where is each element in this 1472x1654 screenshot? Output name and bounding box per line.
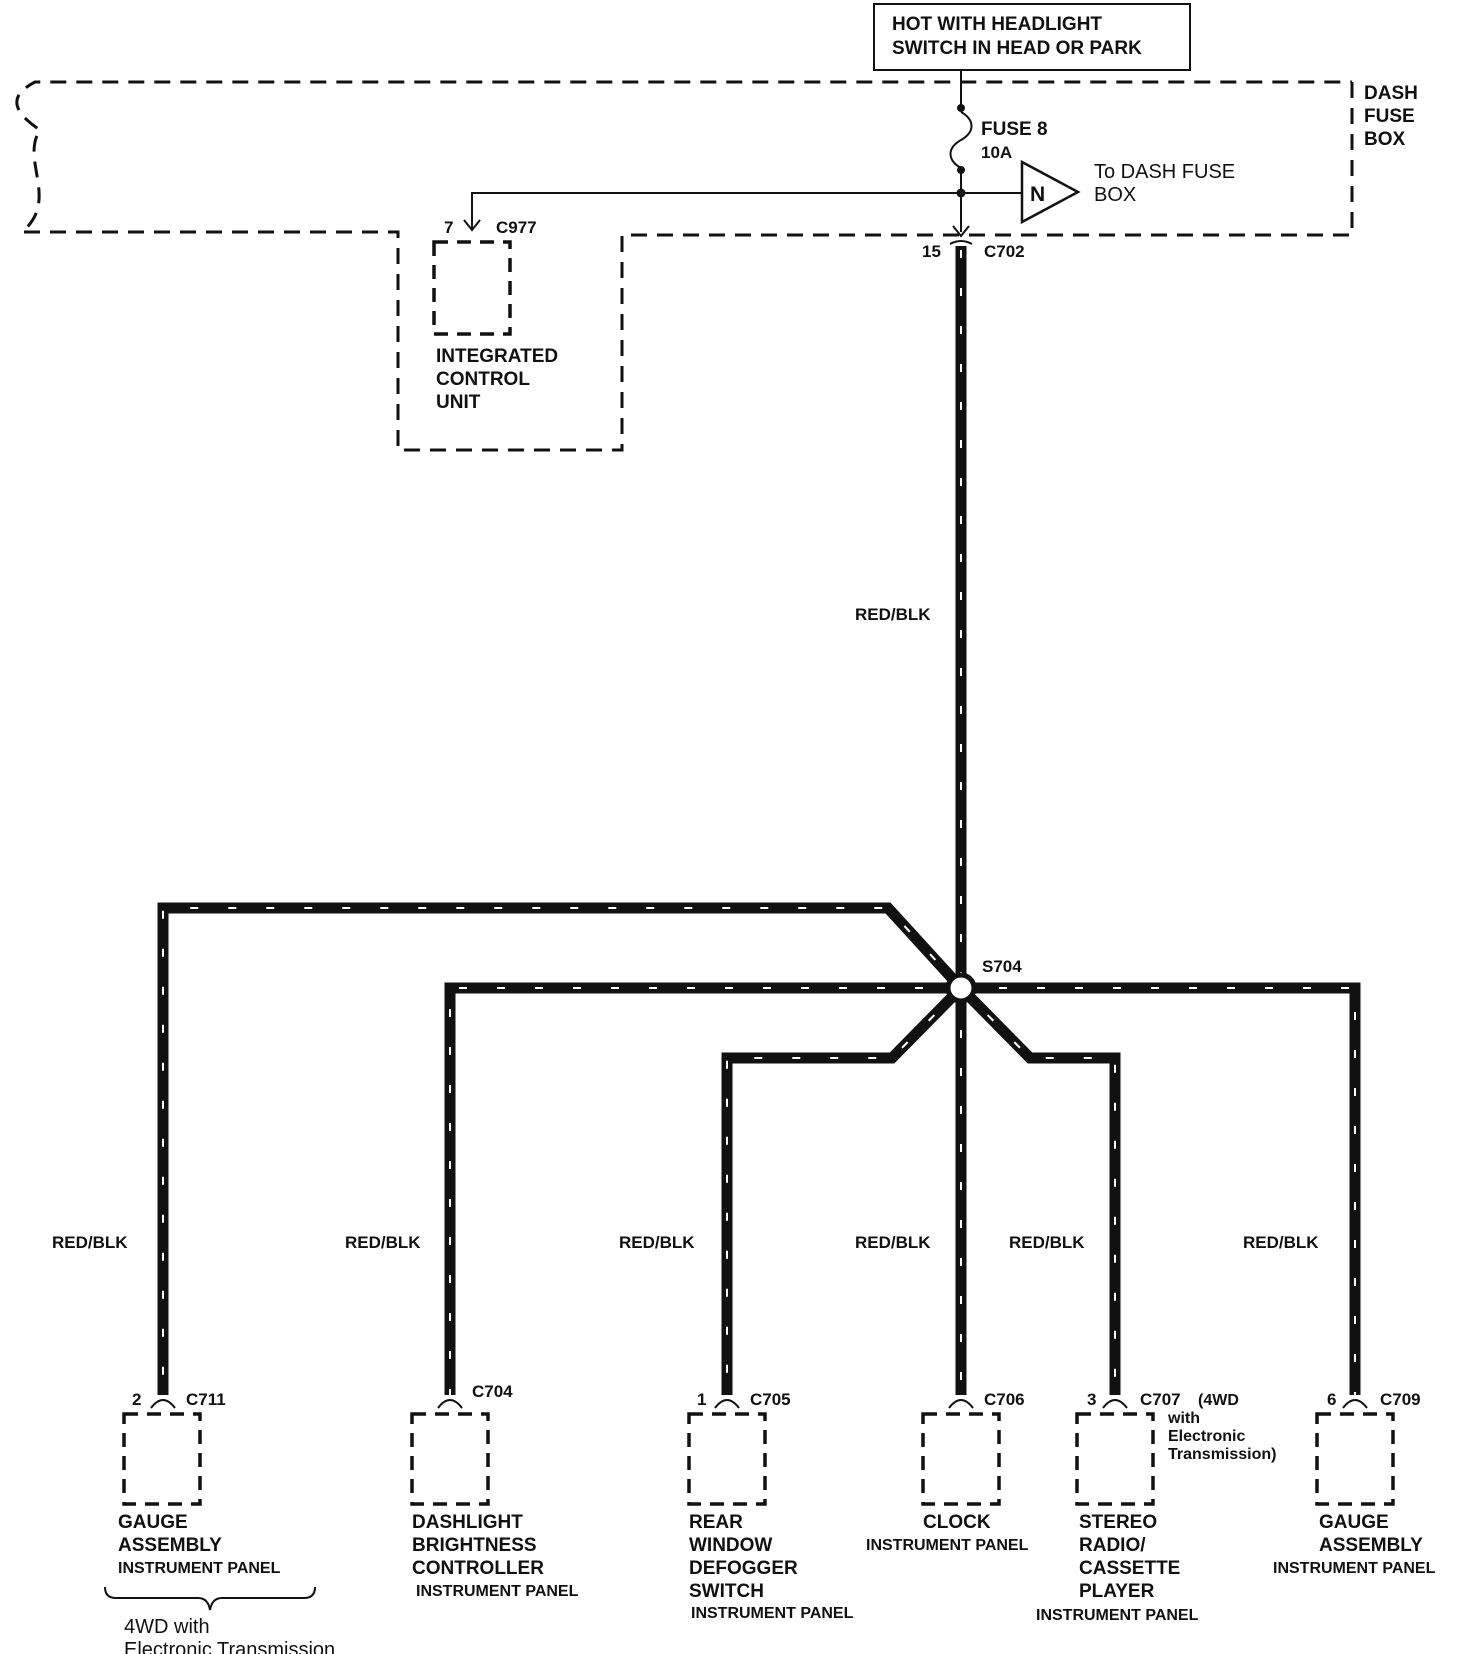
branch-3-name-3: DEFOGGER bbox=[689, 1558, 798, 1579]
fuse-8: FUSE 8 10A bbox=[949, 70, 1048, 232]
n-symbol: N bbox=[1030, 183, 1045, 206]
fuse-label: FUSE 8 bbox=[981, 119, 1048, 140]
icu-line-1: INTEGRATED bbox=[436, 346, 558, 367]
component-gauge-assembly-left: 2 C711 GAUGE ASSEMBLY INSTRUMENT PANEL 4… bbox=[104, 1390, 335, 1654]
icu-pin: 7 bbox=[444, 218, 453, 237]
icu-line-3: UNIT bbox=[436, 392, 481, 413]
branch-2-name-3: CONTROLLER bbox=[412, 1558, 544, 1579]
branch-1-location: INSTRUMENT PANEL bbox=[118, 1560, 281, 1577]
branch-2-connector: C704 bbox=[472, 1382, 513, 1401]
branch-4-location: INSTRUMENT PANEL bbox=[866, 1537, 1029, 1554]
dash-fuse-box-label: DASH FUSE BOX bbox=[1364, 83, 1418, 150]
to-dash-fuse-box: N To DASH FUSE BOX bbox=[961, 159, 1235, 225]
branch-3-connector: C705 bbox=[750, 1390, 791, 1409]
source-note-line-1: HOT WITH HEADLIGHT bbox=[892, 14, 1102, 35]
icu-connector: C977 bbox=[496, 218, 537, 237]
branch-3-wire-color: RED/BLK bbox=[619, 1233, 695, 1252]
component-defogger-switch: 1 C705 REAR WINDOW DEFOGGER SWITCH INSTR… bbox=[687, 1390, 854, 1622]
main-connector-pin: 15 bbox=[922, 242, 941, 261]
c707-note-1: (4WD bbox=[1198, 1392, 1239, 1409]
branch-5-wire-color: RED/BLK bbox=[1009, 1233, 1085, 1252]
branch-3-pin: 1 bbox=[697, 1390, 706, 1409]
branch-1-connector: C711 bbox=[186, 1390, 226, 1409]
fuse-box-line-2: FUSE bbox=[1364, 106, 1415, 127]
component-stereo: 3 C707 (4WD with Electronic Transmission… bbox=[1036, 1390, 1276, 1624]
branch-3-name-2: WINDOW bbox=[689, 1535, 772, 1556]
branch-1-name-2: ASSEMBLY bbox=[118, 1535, 222, 1556]
branch-2-location: INSTRUMENT PANEL bbox=[416, 1583, 579, 1600]
branch-wire-labels: RED/BLK RED/BLK RED/BLK RED/BLK RED/BLK … bbox=[52, 1233, 1319, 1252]
main-connector-id: C702 bbox=[984, 242, 1025, 261]
splice-s704: S704 bbox=[945, 957, 1022, 1004]
branch-2-name-1: DASHLIGHT bbox=[412, 1512, 523, 1533]
branch-6-wire-color: RED/BLK bbox=[1243, 1233, 1319, 1252]
branch-wires bbox=[157, 902, 1361, 1395]
branch-6-location: INSTRUMENT PANEL bbox=[1273, 1560, 1436, 1577]
bottom-note-line-2: Electronic Transmission bbox=[124, 1639, 335, 1654]
connector-heads bbox=[150, 1399, 1368, 1409]
component-clock: C706 CLOCK INSTRUMENT PANEL bbox=[866, 1390, 1029, 1554]
branch-3-location: INSTRUMENT PANEL bbox=[691, 1605, 854, 1622]
dash-fuse-box-outline bbox=[15, 80, 1354, 452]
branch-3-name-1: REAR bbox=[689, 1512, 743, 1533]
branch-1-pin: 2 bbox=[132, 1390, 141, 1409]
branch-5-name-2: RADIO/ bbox=[1079, 1535, 1146, 1556]
main-wire: RED/BLK bbox=[855, 246, 967, 988]
branch-5-connector: C707 bbox=[1140, 1390, 1181, 1409]
icu-line-2: CONTROL bbox=[436, 369, 530, 390]
to-dash-line-1: To DASH FUSE bbox=[1094, 161, 1235, 183]
main-connector: 15 C702 bbox=[922, 225, 1025, 261]
splice-label: S704 bbox=[982, 957, 1022, 976]
branch-1-wire-color: RED/BLK bbox=[52, 1233, 128, 1252]
branch-2-name-2: BRIGHTNESS bbox=[412, 1535, 537, 1556]
branch-5-name-3: CASSETTE bbox=[1079, 1558, 1180, 1579]
branch-5-name-1: STEREO bbox=[1079, 1512, 1157, 1533]
to-dash-line-2: BOX bbox=[1094, 184, 1136, 206]
source-note-line-2: SWITCH IN HEAD OR PARK bbox=[892, 38, 1142, 59]
branch-6-pin: 6 bbox=[1327, 1390, 1336, 1409]
fuse-box-line-1: DASH bbox=[1364, 83, 1418, 104]
c707-note-4: Transmission) bbox=[1168, 1446, 1276, 1463]
component-dashlight-controller: C704 DASHLIGHT BRIGHTNESS CONTROLLER INS… bbox=[410, 1382, 579, 1600]
c707-note-2: with bbox=[1167, 1410, 1200, 1427]
c707-note-3: Electronic bbox=[1168, 1428, 1245, 1445]
branch-5-location: INSTRUMENT PANEL bbox=[1036, 1607, 1199, 1624]
branch-3-name-4: SWITCH bbox=[689, 1581, 764, 1602]
fuse-rating: 10A bbox=[981, 143, 1012, 162]
branch-1-name-1: GAUGE bbox=[118, 1512, 188, 1533]
branch-2-wire-color: RED/BLK bbox=[345, 1233, 421, 1252]
branch-4-name-1: CLOCK bbox=[923, 1512, 991, 1533]
integrated-control-unit: INTEGRATED CONTROL UNIT bbox=[432, 240, 558, 413]
branch-6-name-2: ASSEMBLY bbox=[1319, 1535, 1423, 1556]
fuse-box-line-3: BOX bbox=[1364, 129, 1406, 150]
icu-feed: 7 C977 bbox=[444, 192, 961, 237]
branch-6-name-1: GAUGE bbox=[1319, 1512, 1389, 1533]
branch-6-connector: C709 bbox=[1380, 1390, 1421, 1409]
component-gauge-assembly-right: 6 C709 GAUGE ASSEMBLY INSTRUMENT PANEL bbox=[1273, 1390, 1436, 1577]
branch-5-name-4: PLAYER bbox=[1079, 1581, 1155, 1602]
main-wire-color: RED/BLK bbox=[855, 605, 931, 624]
bottom-note-line-1: 4WD with bbox=[124, 1616, 210, 1638]
source-note: HOT WITH HEADLIGHT SWITCH IN HEAD OR PAR… bbox=[873, 3, 1191, 71]
branch-4-wire-color: RED/BLK bbox=[855, 1233, 931, 1252]
branch-4-connector: C706 bbox=[984, 1390, 1025, 1409]
branch-5-pin: 3 bbox=[1087, 1390, 1096, 1409]
